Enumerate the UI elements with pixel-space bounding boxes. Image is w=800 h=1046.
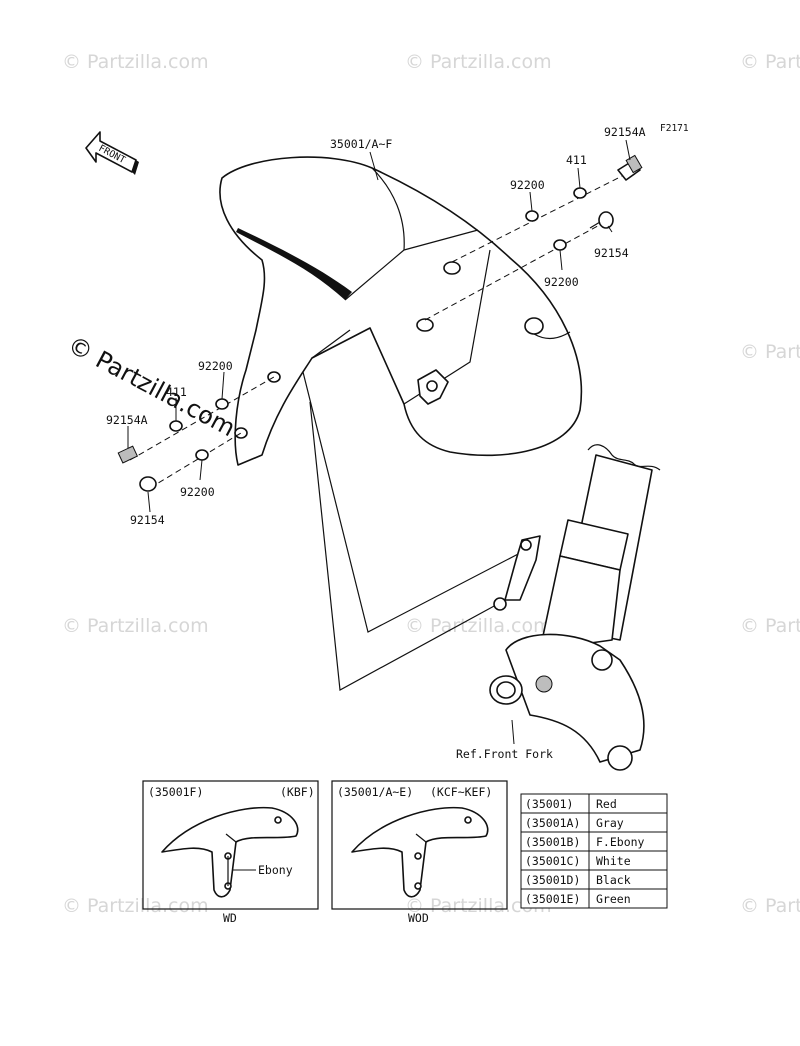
callout-bolt-92154a-left: 92154A [106, 413, 148, 427]
color-table-code: (35001A) [525, 816, 580, 830]
bolt-92154-right [589, 211, 614, 229]
callout-washer-92200-left-upper: 92200 [198, 359, 233, 373]
bolt-92154a-left [117, 445, 139, 464]
watermark: © Partzilla.com [62, 895, 209, 917]
leader-lines [127, 139, 631, 745]
callout-washer-411-right: 411 [566, 153, 587, 167]
bolt-92154-left [139, 476, 157, 492]
watermark: © Partzilla.com [740, 895, 800, 917]
washer-411-left [169, 420, 183, 432]
watermark: © Partzilla.com [405, 51, 552, 73]
color-table: (35001) Red (35001A) Gray (35001B) F.Ebo… [520, 793, 668, 909]
watermark: © Partzilla.com [405, 615, 552, 637]
watermark: © Partzilla.com [740, 341, 800, 363]
front-fork [489, 444, 661, 771]
callout-washer-411-left: 411 [166, 385, 187, 399]
figure-code: F2171 [660, 123, 689, 134]
callout-bolt-92154a-right: 92154A [604, 125, 646, 139]
color-table-code: (35001) [525, 797, 573, 811]
color-table-color: Red [596, 797, 617, 811]
inset-wod: (35001/A~E) (KCF~KEF) WOD [331, 780, 508, 925]
washer-92200-right-upper [525, 210, 539, 222]
inset-wod-caption: WOD [408, 911, 429, 925]
front-fender [219, 156, 583, 466]
assembly-lines [129, 171, 631, 489]
color-table-color: Gray [596, 816, 624, 830]
washer-92200-left-upper [215, 398, 229, 410]
color-table-code: (35001D) [525, 873, 580, 887]
callout-bolt-92154-right: 92154 [594, 246, 629, 260]
inset-wd-color-callout: Ebony [258, 863, 293, 877]
fork-alignment-lines [299, 359, 523, 691]
watermark: © Partzilla.com [740, 615, 800, 637]
callout-washer-92200-left-lower: 92200 [180, 485, 215, 499]
watermark-dark: © Partzilla.com [63, 331, 240, 443]
callout-washer-92200-right-lower: 92200 [544, 275, 579, 289]
inset-wd-caption: WD [223, 911, 237, 925]
color-table-color: White [596, 854, 631, 868]
color-table-code: (35001C) [525, 854, 580, 868]
inset-wod-part-label: (35001/A~E) [337, 785, 413, 799]
color-table-color: Green [596, 892, 631, 906]
washer-411-right [573, 187, 587, 199]
front-arrow-icon: FRONT [85, 131, 139, 175]
inset-wod-model-label: (KCF~KEF) [430, 785, 492, 799]
color-table-code: (35001B) [525, 835, 580, 849]
watermark: © Partzilla.com [62, 51, 209, 73]
inset-wd-part-label: (35001F) [148, 785, 203, 799]
callout-fender: 35001/A~F [330, 137, 392, 151]
color-table-color: F.Ebony [596, 835, 645, 849]
callout-bolt-92154-left: 92154 [130, 513, 165, 527]
washer-92200-left-lower [195, 449, 209, 461]
watermark: © Partzilla.com [405, 895, 552, 917]
callout-washer-92200-right-upper: 92200 [510, 178, 545, 192]
watermark: © Partzilla.com [62, 615, 209, 637]
washer-92200-right-lower [553, 239, 567, 251]
inset-wd-model-label: (KBF) [280, 785, 315, 799]
color-table-code: (35001E) [525, 892, 580, 906]
watermark: © Partzilla.com [740, 51, 800, 73]
inset-wd: (35001F) (KBF) Ebony WD [142, 780, 319, 925]
callout-ref-front-fork: Ref.Front Fork [456, 747, 553, 761]
color-table-color: Black [596, 873, 631, 887]
